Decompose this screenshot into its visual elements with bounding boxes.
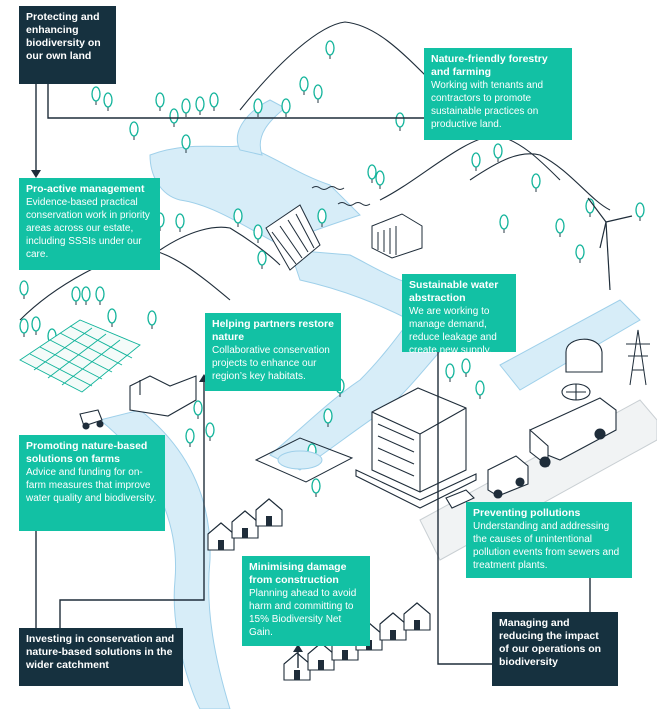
box-nature-based-farms-body: Advice and funding for on-farm measures … (26, 467, 157, 504)
box-protecting-land: Protecting and enhancing biodiversity on… (19, 6, 116, 84)
box-nature-based-farms: Promoting nature-based solutions on farm… (19, 435, 165, 531)
wind-turbine (587, 197, 633, 291)
box-preventing-pollution: Preventing pollutions Understanding and … (466, 502, 632, 578)
box-preventing-pollution-body: Understanding and addressing the causes … (473, 521, 620, 571)
electricity-pylon (626, 329, 650, 386)
box-sustainable-water: Sustainable water abstraction We are wor… (402, 274, 516, 356)
box-helping-partners-title: Helping partners restore nature (212, 318, 334, 343)
vehicles (445, 397, 617, 509)
box-sustainable-water-body: We are working to manage demand, reduce … (409, 306, 497, 356)
treatment-works (561, 338, 603, 401)
office-building (355, 387, 477, 509)
pump-station (371, 213, 423, 259)
water-waves (311, 186, 371, 206)
box-helping-partners: Helping partners restore nature Collabor… (205, 313, 341, 391)
box-managing-operations-title: Managing and reducing the impact of our … (499, 617, 602, 668)
farm-house (79, 375, 197, 430)
box-proactive-management-title: Pro-active management (26, 183, 145, 195)
box-nature-based-farms-title: Promoting nature-based solutions on farm… (26, 440, 148, 465)
box-investing-catchment-title: Investing in conservation and nature-bas… (26, 633, 175, 671)
box-preventing-pollution-title: Preventing pollutions (473, 507, 581, 519)
box-proactive-management-body: Evidence-based practical conservation wo… (26, 197, 150, 260)
box-forestry-farming: Nature-friendly forestry and farming Wor… (424, 48, 572, 140)
crop-field (19, 319, 141, 393)
dam (265, 204, 321, 271)
box-proactive-management: Pro-active management Evidence-based pra… (19, 178, 160, 270)
box-forestry-farming-title: Nature-friendly forestry and farming (431, 53, 548, 78)
box-helping-partners-body: Collaborative conservation projects to e… (212, 345, 330, 382)
box-forestry-farming-body: Working with tenants and contractors to … (431, 80, 544, 130)
box-minimising-construction-title: Minimising damage from construction (249, 561, 347, 586)
park-pond (254, 437, 354, 483)
box-minimising-construction-body: Planning ahead to avoid harm and committ… (249, 588, 357, 638)
box-investing-catchment: Investing in conservation and nature-bas… (19, 628, 183, 686)
box-protecting-land-title: Protecting and enhancing biodiversity on… (26, 11, 101, 62)
connector-lines (35, 84, 591, 668)
box-sustainable-water-title: Sustainable water abstraction (409, 279, 499, 304)
box-managing-operations: Managing and reducing the impact of our … (492, 612, 618, 686)
box-minimising-construction: Minimising damage from construction Plan… (242, 556, 370, 646)
